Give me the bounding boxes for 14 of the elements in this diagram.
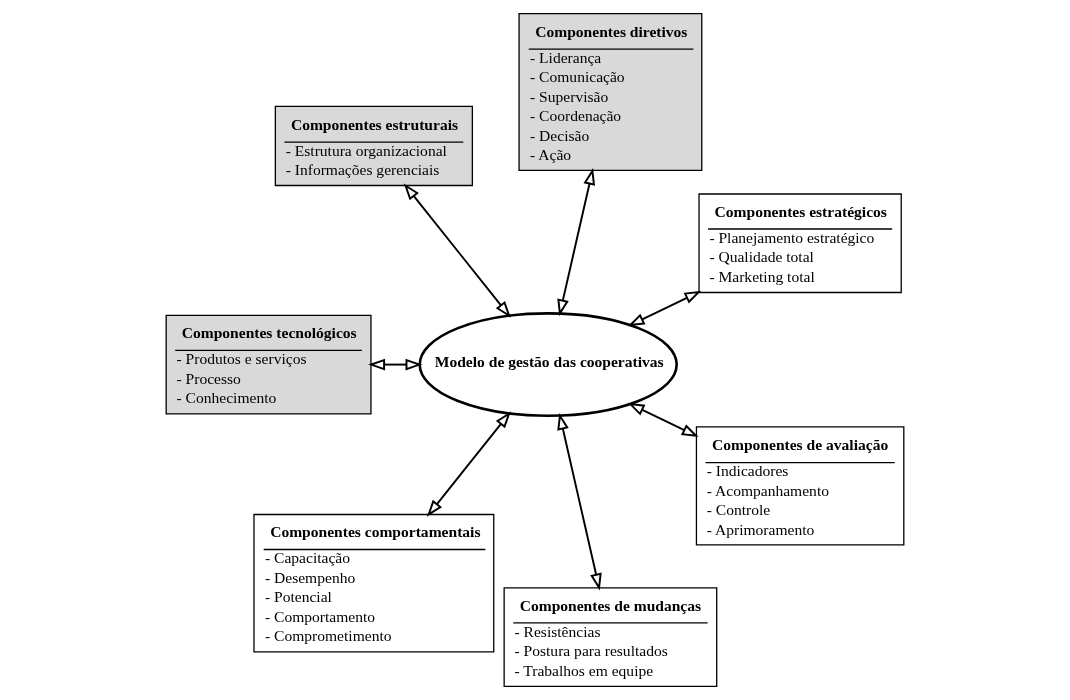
arrow <box>557 168 596 317</box>
arrow <box>627 290 702 327</box>
arrow <box>368 358 423 371</box>
node-box: Componentes estruturais - Estrutura organizacional - Informações gerenciais <box>274 105 473 187</box>
arrow <box>627 402 699 438</box>
arrow <box>557 413 602 591</box>
node-box: Componentes comportamentais - Capacitação - Desempenho - Potencial - Comportamento - Comprometimento <box>253 513 495 653</box>
node-box: Componentes estratégicos - Planejamento estratégico - Qualidade total - Marketing total <box>698 193 902 294</box>
node-box: Componentes diretivos - Liderança - Comunicação - Supervisão - Coordenação - Decisão - Ação <box>518 12 703 172</box>
arrow <box>403 183 511 318</box>
node-box: Componentes tecnológicos - Produtos e serviços - Processo - Conhecimento <box>165 314 372 415</box>
node-box: Componentes de avaliação - Indicadores - Acompanhamento - Controle - Aprimoramento <box>695 426 905 546</box>
arrow <box>426 411 511 517</box>
node-box: Componentes de mudanças - Resistências - Postura para resultados - Trabalhos em equipe <box>503 587 718 688</box>
